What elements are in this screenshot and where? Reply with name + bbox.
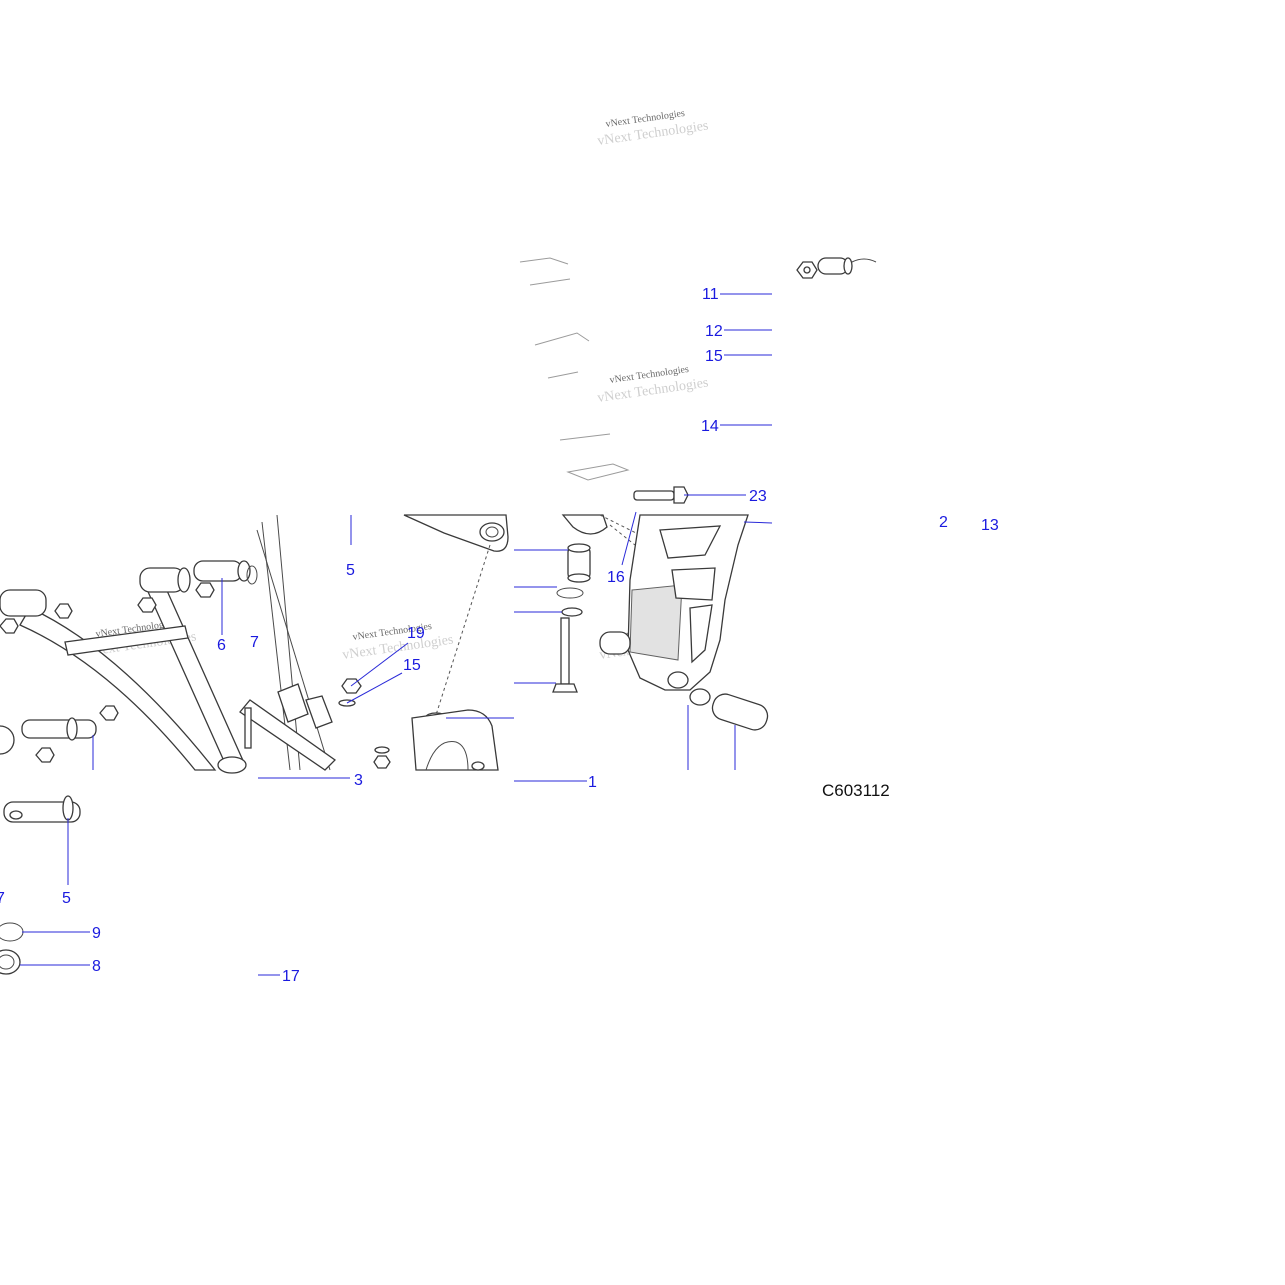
callout-19[interactable]: 19 bbox=[407, 625, 425, 642]
callout-12[interactable]: 12 bbox=[705, 323, 723, 340]
callout-7[interactable]: 7 bbox=[0, 890, 5, 907]
a-arm-assembly bbox=[0, 514, 337, 774]
callout-16[interactable]: 16 bbox=[607, 569, 625, 586]
callout-5[interactable]: 5 bbox=[62, 890, 71, 907]
top-nut-bushing bbox=[796, 257, 877, 279]
faint-fragments bbox=[519, 257, 630, 481]
callout-8[interactable]: 8 bbox=[92, 958, 101, 975]
callout-9[interactable]: 9 bbox=[92, 925, 101, 942]
shock-mount-assembly bbox=[338, 486, 689, 771]
callout-1[interactable]: 1 bbox=[588, 774, 597, 791]
leader-lines bbox=[20, 293, 773, 976]
knuckle-upright bbox=[599, 514, 769, 731]
loose-parts-lower bbox=[0, 795, 81, 975]
callout-17[interactable]: 17 bbox=[282, 968, 300, 985]
callout-14[interactable]: 14 bbox=[701, 418, 719, 435]
callout-23[interactable]: 23 bbox=[749, 488, 767, 505]
callout-3[interactable]: 3 bbox=[354, 772, 363, 789]
callouts: 11 12 15 14 23 2 13 16 5 6 7 19 15 3 1 5… bbox=[0, 286, 999, 985]
callout-15[interactable]: 15 bbox=[403, 657, 421, 674]
callout-7[interactable]: 7 bbox=[250, 634, 259, 651]
callout-13[interactable]: 13 bbox=[981, 517, 999, 534]
figure-code: C603112 bbox=[822, 781, 890, 800]
callout-2[interactable]: 2 bbox=[939, 514, 948, 531]
callout-11[interactable]: 11 bbox=[702, 286, 719, 303]
callout-15[interactable]: 15 bbox=[705, 348, 723, 365]
callout-5[interactable]: 5 bbox=[346, 562, 355, 579]
callout-6[interactable]: 6 bbox=[217, 637, 226, 654]
